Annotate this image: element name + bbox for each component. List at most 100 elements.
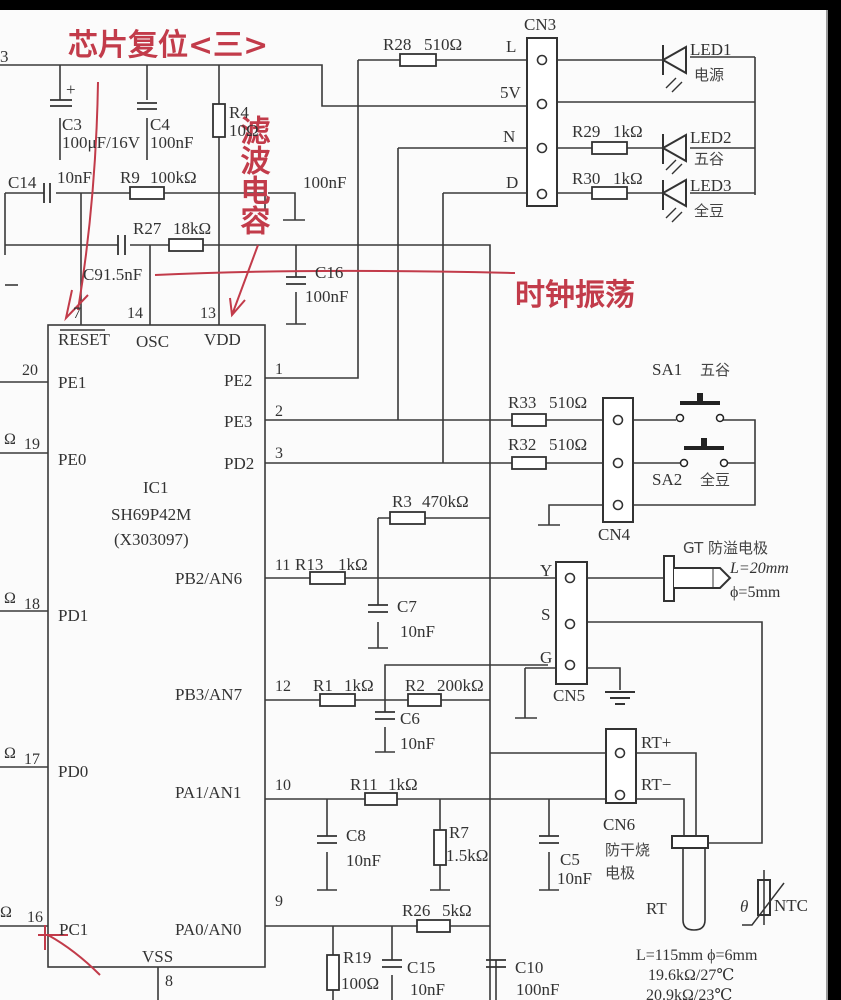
cn3-pin-l xyxy=(536,54,548,66)
rt-spec2: 20.9kΩ/23℃ xyxy=(646,987,732,1000)
r33-symbol xyxy=(511,413,547,427)
cn6 xyxy=(605,728,637,804)
pin-name-pe1: PE1 xyxy=(58,373,86,392)
c4-ref: C4 xyxy=(150,115,170,134)
r27-symbol xyxy=(168,238,204,252)
c9-symbol xyxy=(117,235,126,255)
c7-ref: C7 xyxy=(397,597,417,616)
pin-num-11: 11 xyxy=(275,557,290,574)
handwritten-marks xyxy=(38,81,516,976)
pin-num-14: 14 xyxy=(127,305,143,322)
pin-num-2: 2 xyxy=(275,403,283,420)
pin-name-reset: RESET xyxy=(58,330,111,349)
r9-ref: R9 xyxy=(120,168,140,187)
cn5-ref: CN5 xyxy=(553,686,585,705)
r1-ref: R1 xyxy=(313,676,333,695)
c6-ref: C6 xyxy=(400,709,420,728)
pin-num-7: 7 xyxy=(73,305,81,322)
pin-name-pc1: PC1 xyxy=(59,920,88,939)
c5-symbol xyxy=(539,835,559,844)
led1-symbol xyxy=(660,45,687,75)
r2-symbol xyxy=(407,693,442,707)
edge-label-3: 3 xyxy=(0,47,9,66)
cn6-ref: CN6 xyxy=(603,815,635,834)
pin-num-9: 9 xyxy=(275,893,283,910)
r32-symbol xyxy=(511,456,547,470)
omega-18: Ω xyxy=(4,590,16,607)
pin-name-pb3-an7: PB3/AN7 xyxy=(175,685,243,704)
r11-symbol xyxy=(364,792,398,806)
pin-name-pe2: PE2 xyxy=(224,371,252,390)
r30-symbol xyxy=(591,186,628,200)
c4-symbol xyxy=(137,102,157,110)
gt-label: GT 防溢电极 xyxy=(683,539,768,557)
r29-ref: R29 xyxy=(572,122,600,141)
cn5-label-y: Y xyxy=(540,561,552,580)
c10-value: 100nF xyxy=(516,980,559,999)
c8-value: 10nF xyxy=(346,851,381,870)
pin-num-16: 16 xyxy=(27,909,43,926)
annotation-title: 芯片复位<三> xyxy=(68,28,268,63)
rt-dims: L=115mm ϕ=6mm xyxy=(636,947,758,964)
c15-value: 10nF xyxy=(410,980,445,999)
pin-num-10: 10 xyxy=(275,777,291,794)
gt-length: L=20mm xyxy=(729,560,789,577)
gt-probe-symbol xyxy=(663,555,732,602)
pin-num-3: 3 xyxy=(275,445,283,462)
c6-symbol xyxy=(375,711,395,720)
cn3-pin-5v xyxy=(536,98,548,110)
switch-symbols xyxy=(675,393,729,468)
r32-value: 510Ω xyxy=(549,435,587,454)
pin-name-pe0: PE0 xyxy=(58,450,86,469)
c4-value: 100nF xyxy=(150,133,193,152)
r30-value: 1kΩ xyxy=(613,169,643,188)
r3-ref: R3 xyxy=(392,492,412,511)
led2-symbol xyxy=(660,133,687,164)
r3-symbol xyxy=(389,511,426,525)
c9-value: 1.5nF xyxy=(103,265,142,284)
cn3 xyxy=(526,37,558,207)
c11-value: 100nF xyxy=(303,173,346,192)
rt-probe-symbol xyxy=(671,835,709,931)
r7-value: 1.5kΩ xyxy=(446,846,488,865)
r9-value: 100kΩ xyxy=(150,168,197,187)
ntc-symbol xyxy=(742,870,785,926)
ic-code: (X303097) xyxy=(114,530,189,549)
c10-symbol xyxy=(486,959,506,968)
r27-value: 18kΩ xyxy=(173,219,211,238)
r4-value: 10Ω xyxy=(229,121,259,140)
c16-value: 100nF xyxy=(305,287,348,306)
pin-name-vdd: VDD xyxy=(204,330,241,349)
sa2-ref: SA2 xyxy=(652,470,682,489)
r2-ref: R2 xyxy=(405,676,425,695)
cn6-label-rt-plus: RT+ xyxy=(641,733,671,752)
cn5 xyxy=(555,561,588,685)
passive-shapes xyxy=(43,53,628,991)
cn3-label-n: N xyxy=(503,127,515,146)
r1-symbol xyxy=(319,693,356,707)
pin-name-pd1: PD1 xyxy=(58,606,88,625)
rt-type: NTC xyxy=(774,896,808,915)
r26-value: 5kΩ xyxy=(442,901,472,920)
c6-value: 10nF xyxy=(400,734,435,753)
c10-ref: C10 xyxy=(515,958,543,977)
r29-symbol xyxy=(591,141,628,155)
c16-ref: C16 xyxy=(315,263,343,282)
c15-ref: C15 xyxy=(407,958,435,977)
c7-value: 10nF xyxy=(400,622,435,641)
r11-value: 1kΩ xyxy=(388,775,418,794)
r7-ref: R7 xyxy=(449,823,469,842)
cn6-label-rt-minus: RT− xyxy=(641,775,671,794)
rt-ref: RT xyxy=(646,899,667,918)
r2-value: 200kΩ xyxy=(437,676,484,695)
c8-ref: C8 xyxy=(346,826,366,845)
r32-ref: R32 xyxy=(508,435,536,454)
led1-ref: LED1 xyxy=(690,40,732,59)
c9-ref: C9 xyxy=(83,265,103,284)
labels: 芯片复位<三> 时钟振荡 滤波电容 3 + C3 100μF/16V C4 10… xyxy=(0,15,808,1000)
pin-num-20: 20 xyxy=(22,362,38,379)
cn4-ref: CN4 xyxy=(598,525,631,544)
r33-value: 510Ω xyxy=(549,393,587,412)
